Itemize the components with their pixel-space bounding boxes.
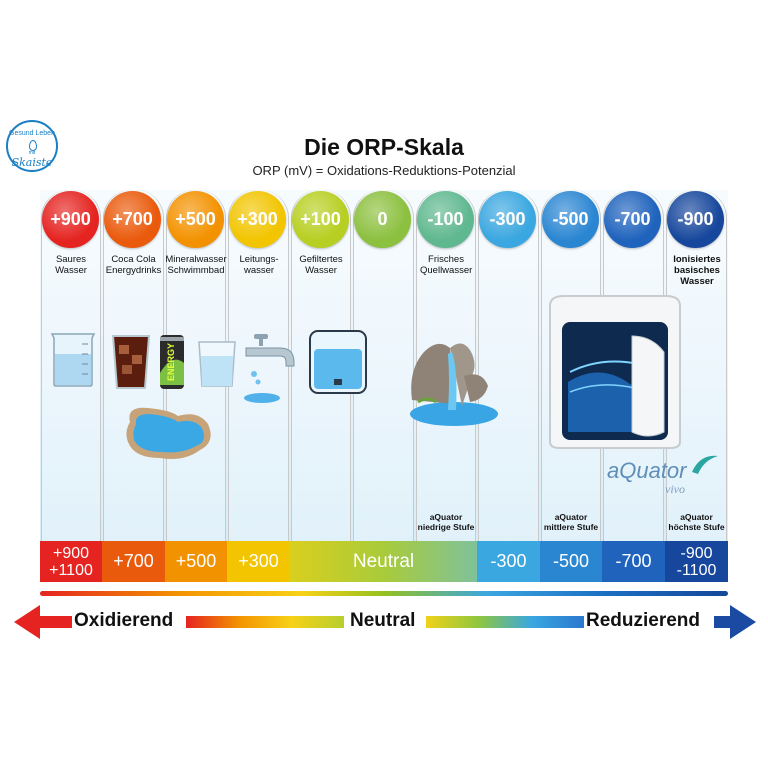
- value-box: -300: [477, 541, 540, 582]
- column-label: Leitungs-wasser: [239, 254, 279, 276]
- brand-logo: aQuator: [607, 458, 687, 483]
- page-title: Die ORP-Skala: [304, 134, 464, 160]
- column-label: Mineralwasser Schwimmbad: [165, 254, 227, 276]
- value-circle: -100: [417, 191, 474, 248]
- logo-name: Skaiste: [11, 156, 53, 169]
- value-box: +900+1100: [40, 541, 102, 582]
- arrow-shaft: [186, 616, 344, 628]
- value-circle: -500: [542, 191, 599, 248]
- value-circle: +900: [42, 191, 99, 248]
- footnote-mid: aQuator mittlere Stufe: [543, 512, 599, 532]
- footnote-low: aQuator niedrige Stufe: [417, 512, 475, 532]
- pool-icon: [126, 407, 211, 459]
- page-subtitle: ORP (mV) = Oxidations-Reduktions-Potenzi…: [252, 163, 516, 178]
- scale-column: -300: [477, 190, 540, 582]
- value-circle: +500: [167, 191, 224, 248]
- brand-sub: vivo: [665, 482, 685, 496]
- column-label: Gefiltertes Wasser: [299, 254, 343, 276]
- value-box-neutral: Neutral: [290, 541, 477, 582]
- value-box: +300: [227, 541, 290, 582]
- logo-small-text: mit: [28, 150, 36, 156]
- can-label: ENERGY: [166, 343, 176, 381]
- arrow-shaft: [714, 616, 734, 628]
- column-frame: [228, 190, 289, 582]
- energy-can-icon: ENERGY: [160, 335, 184, 389]
- logo-ring-text: Gesund Leben: [9, 130, 55, 137]
- value-circle: -300: [479, 191, 536, 248]
- cola-glass-icon: [111, 335, 151, 389]
- arrow-shaft: [426, 616, 584, 628]
- water-glass-icon: [198, 341, 236, 387]
- scale-column: +900 Saures Wasser: [40, 190, 102, 582]
- brand-swoosh-icon: [692, 455, 718, 474]
- label-oxidierend: Oxidierend: [74, 610, 174, 631]
- label-neutral: Neutral: [350, 610, 416, 631]
- beaker-icon: [50, 333, 96, 387]
- column-label: Coca Cola Energydrinks: [105, 254, 162, 276]
- faucet-icon: [244, 334, 295, 403]
- arrow-left-icon: [14, 605, 40, 639]
- column-label: Ionisiertes basisches Wasser: [673, 254, 721, 287]
- value-box: -500: [540, 541, 602, 582]
- scale-column: +300 Leitungs-wasser: [227, 190, 290, 582]
- gradient-bar: [40, 591, 728, 596]
- value-circle: -700: [604, 191, 661, 248]
- column-frame: [478, 190, 539, 582]
- column-label: Saures Wasser: [55, 254, 87, 276]
- water-filter-icon: [309, 330, 367, 394]
- value-circle: -900: [667, 191, 724, 248]
- footnote-high: aQuator höchste Stufe: [668, 512, 725, 532]
- value-circle: +300: [229, 191, 286, 248]
- value-row: +900+1100 +700 +500 +300 Neutral -300 -5…: [40, 541, 728, 582]
- aquator-device-icon: [549, 295, 681, 449]
- arrow-right-icon: [730, 605, 756, 639]
- water-drop-icon: [29, 140, 37, 151]
- waterfall-icon: [410, 343, 498, 426]
- value-box: -700: [602, 541, 665, 582]
- logo: Gesund Leben mit Skaiste: [6, 120, 58, 172]
- value-circle: +100: [292, 191, 349, 248]
- label-reduzierend: Reduzierend: [586, 610, 701, 631]
- value-circle: +700: [104, 191, 161, 248]
- direction-arrow: Oxidierend Neutral Reduzierend: [14, 605, 756, 639]
- arrow-shaft: [36, 616, 72, 628]
- value-box: -900-1100: [665, 541, 728, 582]
- value-box: +700: [102, 541, 165, 582]
- value-circle: 0: [354, 191, 411, 248]
- column-label: Frisches Quellwasser: [420, 254, 473, 276]
- orp-scale: +900 Saures Wasser +700 Coca Cola Energy…: [40, 190, 728, 582]
- value-box: +500: [165, 541, 227, 582]
